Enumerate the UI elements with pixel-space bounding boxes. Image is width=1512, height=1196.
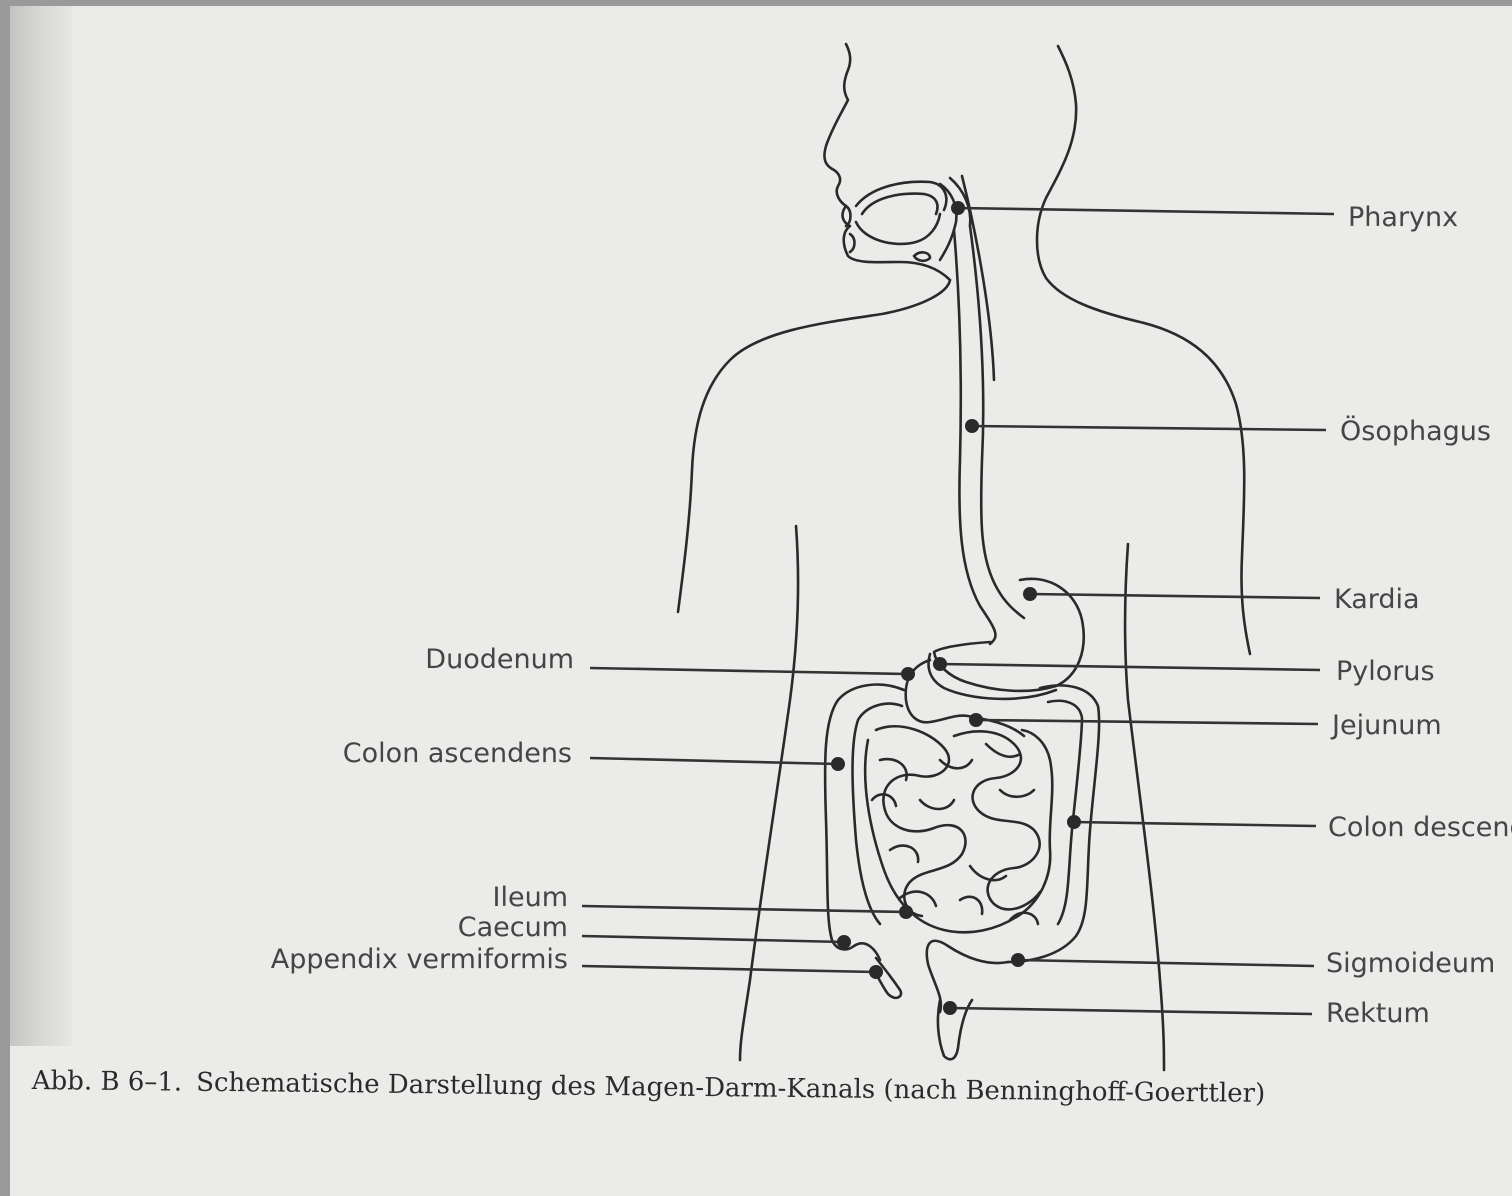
label-jejunum: Jejunum	[1330, 710, 1442, 741]
label-pylorus: Pylorus	[1336, 656, 1435, 687]
caption-number: Abb. B 6–1.	[32, 1066, 183, 1098]
right-labels: Pharynx Ösophagus Kardia Pylorus Jejunum…	[1326, 202, 1512, 1029]
esophagus-outer	[962, 176, 994, 380]
left-labels: Duodenum Colon ascendens Ileum Caecum Ap…	[271, 644, 574, 975]
stomach-lower	[929, 654, 1056, 699]
body-outline	[678, 44, 1250, 1070]
label-colon-descendens: Colon descendens	[1328, 812, 1512, 843]
scanned-page: Pharynx Ösophagus Kardia Pylorus Jejunum…	[10, 6, 1512, 1196]
label-rektum: Rektum	[1326, 998, 1430, 1029]
esophagus-left	[954, 230, 995, 644]
label-caecum: Caecum	[458, 912, 568, 943]
oral-cavity-inner	[862, 194, 938, 214]
pharynx-wall	[940, 184, 956, 260]
marker-dots	[831, 201, 1081, 1015]
torso-right	[1125, 544, 1164, 1070]
head-profile	[824, 44, 950, 280]
colon-descending-inner	[1048, 701, 1082, 924]
esophagus-right	[970, 226, 1024, 618]
label-appendix-vermiformis: Appendix vermiformis	[271, 944, 568, 975]
label-ileum: Ileum	[493, 882, 569, 913]
larynx-mark	[914, 252, 930, 260]
shoulder-left	[678, 280, 950, 612]
label-kardia: Kardia	[1334, 584, 1420, 615]
label-duodenum: Duodenum	[425, 644, 574, 675]
label-pharynx: Pharynx	[1348, 202, 1458, 233]
label-sigmoideum: Sigmoideum	[1326, 948, 1495, 979]
label-colon-ascendens: Colon ascendens	[343, 738, 572, 769]
neck-back	[1037, 46, 1250, 654]
tongue	[856, 214, 940, 244]
torso-left	[740, 526, 798, 1060]
label-oesophagus: Ösophagus	[1340, 415, 1491, 447]
digestive-tract-diagram: Pharynx Ösophagus Kardia Pylorus Jejunum…	[10, 6, 1512, 1196]
leader-lines	[582, 208, 1334, 1014]
